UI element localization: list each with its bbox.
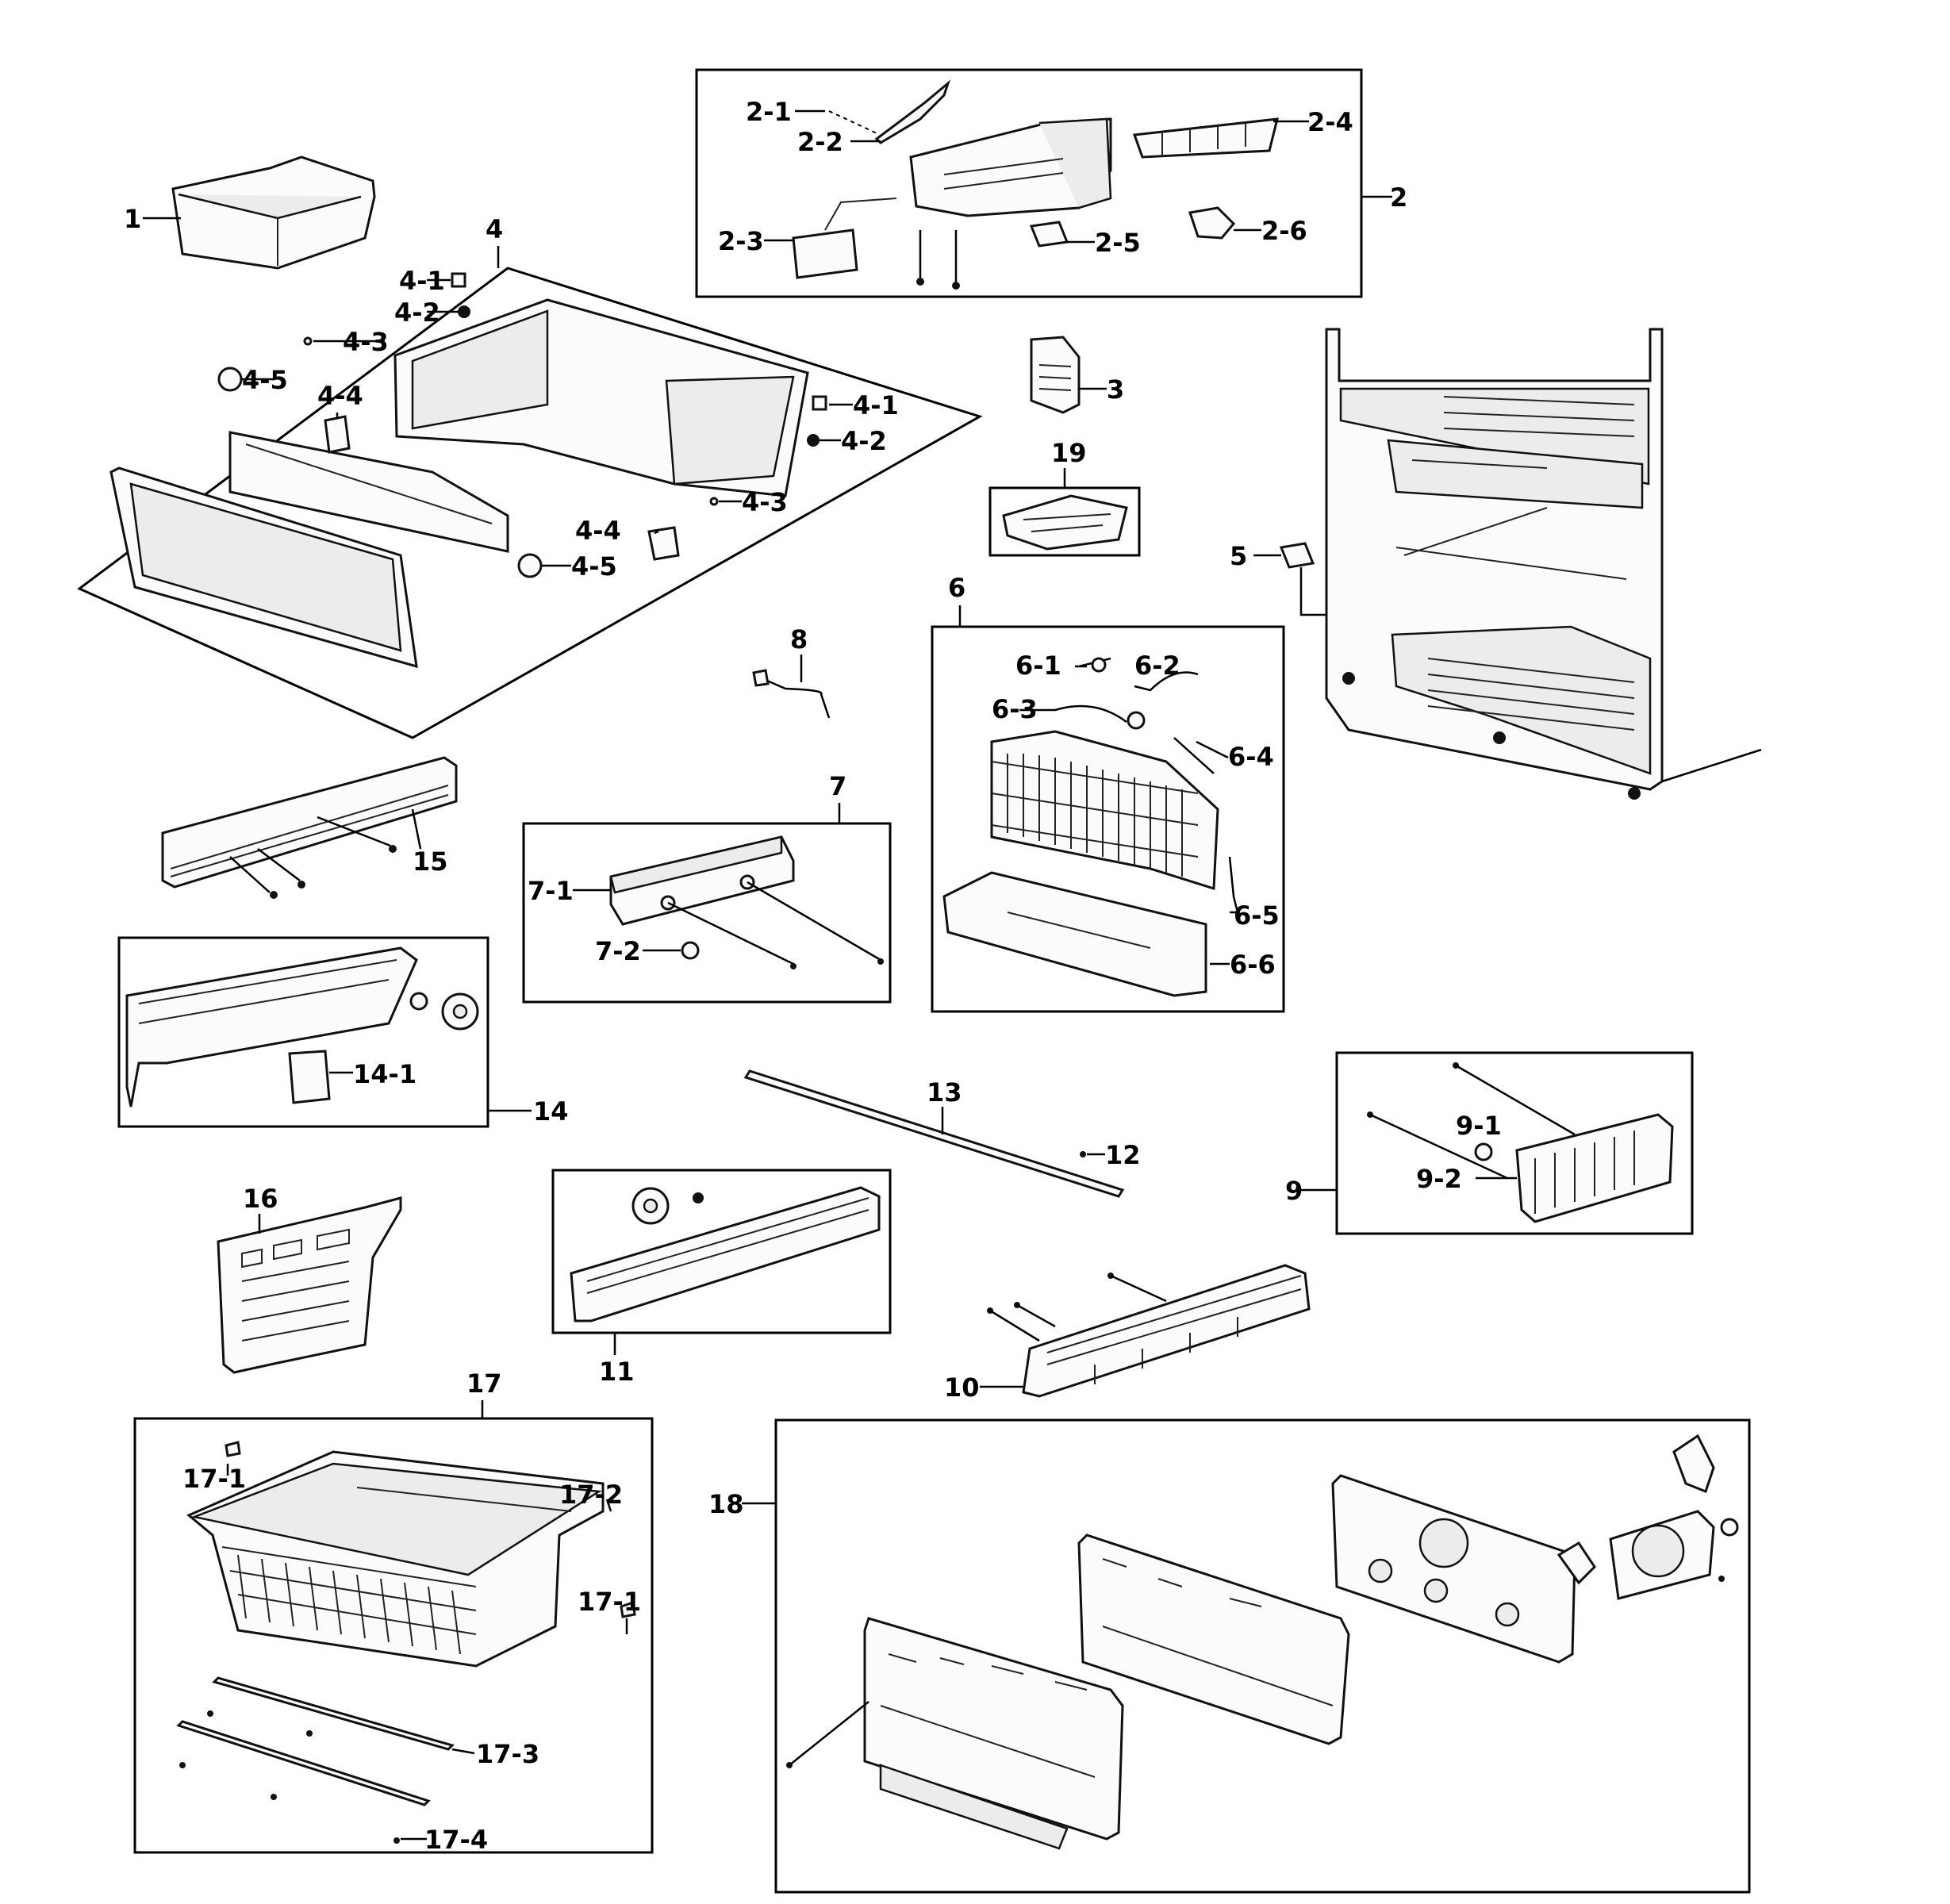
label-4-5a: 4-5 <box>242 365 288 395</box>
part-7-bracket <box>609 835 884 969</box>
part-2-icemaker <box>792 79 1279 290</box>
label-17-1b: 17-1 <box>578 1587 641 1617</box>
label-8: 8 <box>790 624 808 654</box>
label-6-4: 6-4 <box>1228 742 1274 772</box>
label-4-1a: 4-1 <box>399 266 445 296</box>
part-11-rail <box>570 1186 881 1322</box>
part-14-rail <box>125 946 479 1107</box>
group-18-box <box>774 1418 1751 1894</box>
label-4-4a: 4-4 <box>317 381 363 411</box>
group-14-box <box>117 936 489 1128</box>
label-19: 19 <box>1051 438 1087 468</box>
label-5: 5 <box>1230 541 1247 571</box>
label-4-5b: 4-5 <box>571 551 617 582</box>
part-4-hardware <box>217 272 827 578</box>
label-9: 9 <box>1285 1176 1303 1206</box>
label-15: 15 <box>413 846 448 877</box>
part-16-panel <box>217 1196 402 1374</box>
label-17-3: 17-3 <box>476 1739 539 1769</box>
label-7: 7 <box>829 771 846 801</box>
label-6: 6 <box>948 573 965 603</box>
group-4-box <box>77 267 983 739</box>
label-2-6: 2-6 <box>1261 216 1307 246</box>
part-12-screw <box>1080 1151 1086 1157</box>
label-18: 18 <box>708 1489 744 1519</box>
part-19 <box>1002 494 1128 551</box>
group-11-box <box>551 1169 892 1334</box>
label-2-5: 2-5 <box>1095 228 1141 258</box>
label-7-2: 7-2 <box>595 936 641 966</box>
label-4-4b: 4-4 <box>575 516 621 546</box>
label-14: 14 <box>533 1096 569 1127</box>
label-2-2: 2-2 <box>797 127 843 157</box>
label-17-2: 17-2 <box>559 1480 623 1510</box>
part-5-switch <box>1279 542 1315 569</box>
label-6-3: 6-3 <box>992 694 1038 724</box>
part-1-bin <box>171 155 376 270</box>
label-14-1: 14-1 <box>353 1059 416 1089</box>
refrigerator-cabinet <box>1325 328 1762 800</box>
label-9-2: 9-2 <box>1416 1164 1462 1194</box>
label-17-4: 17-4 <box>424 1825 488 1855</box>
label-9-1: 9-1 <box>1456 1111 1502 1141</box>
part-6-evaporator <box>942 657 1239 997</box>
label-17: 17 <box>466 1368 502 1399</box>
label-4: 4 <box>486 214 503 244</box>
label-10: 10 <box>944 1372 980 1403</box>
label-3: 3 <box>1107 374 1124 405</box>
group-2-box <box>695 68 1363 298</box>
part-15-rail <box>161 756 458 899</box>
part-3-cover <box>1030 336 1081 414</box>
label-2-1: 2-1 <box>746 97 792 127</box>
label-6-5: 6-5 <box>1234 900 1280 931</box>
part-17-basket <box>176 1441 636 1844</box>
label-11: 11 <box>599 1357 635 1387</box>
part-8-wire <box>761 677 831 719</box>
label-4-2b: 4-2 <box>841 426 887 456</box>
label-4-2a: 4-2 <box>394 298 440 328</box>
part-13-rod <box>743 1069 1125 1198</box>
label-6-2: 6-2 <box>1134 651 1180 681</box>
group-17-box <box>133 1417 654 1854</box>
label-6-6: 6-6 <box>1230 950 1276 980</box>
label-16: 16 <box>243 1184 278 1214</box>
group-6-box <box>931 625 1285 1013</box>
label-4-3a: 4-3 <box>343 327 389 357</box>
part-18-panels <box>786 1434 1739 1850</box>
label-2-3: 2-3 <box>718 226 764 256</box>
part-10-rail <box>987 1264 1311 1398</box>
label-2-4: 2-4 <box>1307 107 1353 137</box>
label-13: 13 <box>927 1077 962 1107</box>
label-7-1: 7-1 <box>528 876 574 906</box>
label-4-1b: 4-1 <box>853 390 899 420</box>
part-9-rail <box>1367 1062 1674 1223</box>
label-4-3b: 4-3 <box>742 487 788 517</box>
label-6-1: 6-1 <box>1015 651 1061 681</box>
label-17-1a: 17-1 <box>182 1464 246 1494</box>
label-1: 1 <box>124 204 141 234</box>
part-4-drawer <box>109 298 809 669</box>
group-9-box <box>1335 1051 1694 1235</box>
group-7-box <box>522 822 892 1004</box>
label-12: 12 <box>1105 1140 1141 1170</box>
label-2: 2 <box>1390 182 1407 213</box>
